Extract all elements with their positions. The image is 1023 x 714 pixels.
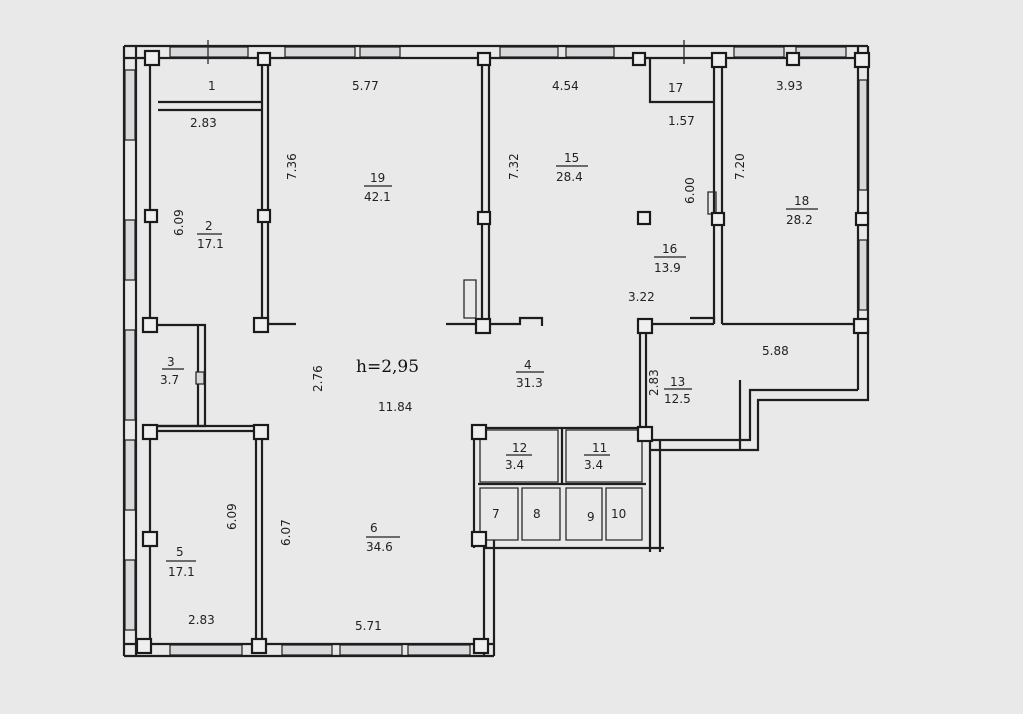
room-4-number: 4 <box>524 358 532 372</box>
room-11-area: 3.4 <box>584 458 603 472</box>
column <box>143 208 159 224</box>
column <box>636 425 654 443</box>
dimension-label: 4.54 <box>552 79 579 93</box>
column <box>785 51 801 67</box>
dimension-label: 7.36 <box>285 153 299 180</box>
room-11-number: 11 <box>592 441 607 455</box>
room-4-area: 31.3 <box>516 376 543 390</box>
column <box>636 317 654 335</box>
column <box>476 51 492 67</box>
column <box>710 211 726 227</box>
room-6-number: 6 <box>370 521 378 535</box>
room-13-area: 12.5 <box>664 392 691 406</box>
room-12-number: 12 <box>512 441 527 455</box>
column <box>854 211 870 227</box>
room-6-area: 34.6 <box>366 540 393 554</box>
dimension-labels: 5.77 4.54 3.93 2.83 1.57 7.36 7.32 6.00 … <box>172 79 803 633</box>
room-15-number: 15 <box>564 151 579 165</box>
room-18-number: 18 <box>794 194 809 208</box>
outer-walls <box>122 40 870 658</box>
room-7-number: 7 <box>492 507 500 521</box>
room-2-area: 17.1 <box>197 237 224 251</box>
room-13-number: 13 <box>670 375 685 389</box>
column <box>143 49 161 67</box>
dimension-label: 11.84 <box>378 400 412 414</box>
dimension-label: 2.76 <box>311 365 325 392</box>
column <box>636 210 652 226</box>
ceiling-height-label: h=2,95 <box>356 357 419 377</box>
room-labels: 1 2 17.1 3 3.7 4 31.3 5 17.1 6 34.6 7 8 … <box>160 79 813 579</box>
dimension-label: 2.83 <box>190 116 217 130</box>
column <box>476 210 492 226</box>
column <box>853 51 871 69</box>
room-3-number: 3 <box>167 355 175 369</box>
dimension-label: 2.83 <box>188 613 215 627</box>
column <box>141 316 159 334</box>
room-18-area: 28.2 <box>786 213 813 227</box>
dimension-label: 7.32 <box>507 153 521 180</box>
dimension-label: 6.09 <box>172 209 186 236</box>
room-5-number: 5 <box>176 545 184 559</box>
room-1-number: 1 <box>208 79 216 93</box>
dimension-label: 1.57 <box>668 114 695 128</box>
room-10-number: 10 <box>611 507 626 521</box>
column <box>141 530 159 548</box>
room-9-number: 9 <box>587 510 595 524</box>
column <box>141 423 159 441</box>
fraction-bars <box>162 165 818 562</box>
dimension-label: 3.22 <box>628 290 655 304</box>
column <box>631 51 647 67</box>
column <box>474 317 492 335</box>
dimension-label: 2.83 <box>647 369 661 396</box>
dimension-label: 5.71 <box>355 619 382 633</box>
interior-walls <box>148 58 858 646</box>
dimension-label: 6.09 <box>225 503 239 530</box>
column <box>470 530 488 548</box>
dimension-label: 5.77 <box>352 79 379 93</box>
columns <box>135 49 871 655</box>
column <box>852 317 870 335</box>
column <box>710 51 728 69</box>
room-17-number: 17 <box>668 81 683 95</box>
column <box>472 637 490 655</box>
dimension-label: 6.07 <box>279 519 293 546</box>
room-12-area: 3.4 <box>505 458 524 472</box>
column <box>256 208 272 224</box>
room-3-area: 3.7 <box>160 373 179 387</box>
column <box>250 637 268 655</box>
room-2-number: 2 <box>205 219 213 233</box>
room-16-number: 16 <box>662 242 677 256</box>
column <box>470 423 488 441</box>
dimension-label: 7.20 <box>733 153 747 180</box>
room-8-number: 8 <box>533 507 541 521</box>
column <box>135 637 153 655</box>
column <box>252 423 270 441</box>
room-15-area: 28.4 <box>556 170 583 184</box>
room-19-area: 42.1 <box>364 190 391 204</box>
dimension-label: 5.88 <box>762 344 789 358</box>
room-19-number: 19 <box>370 171 385 185</box>
dimension-label: 3.93 <box>776 79 803 93</box>
dimension-label: 6.00 <box>683 177 697 204</box>
room-16-area: 13.9 <box>654 261 681 275</box>
column <box>252 316 270 334</box>
room-5-area: 17.1 <box>168 565 195 579</box>
column <box>256 51 272 67</box>
